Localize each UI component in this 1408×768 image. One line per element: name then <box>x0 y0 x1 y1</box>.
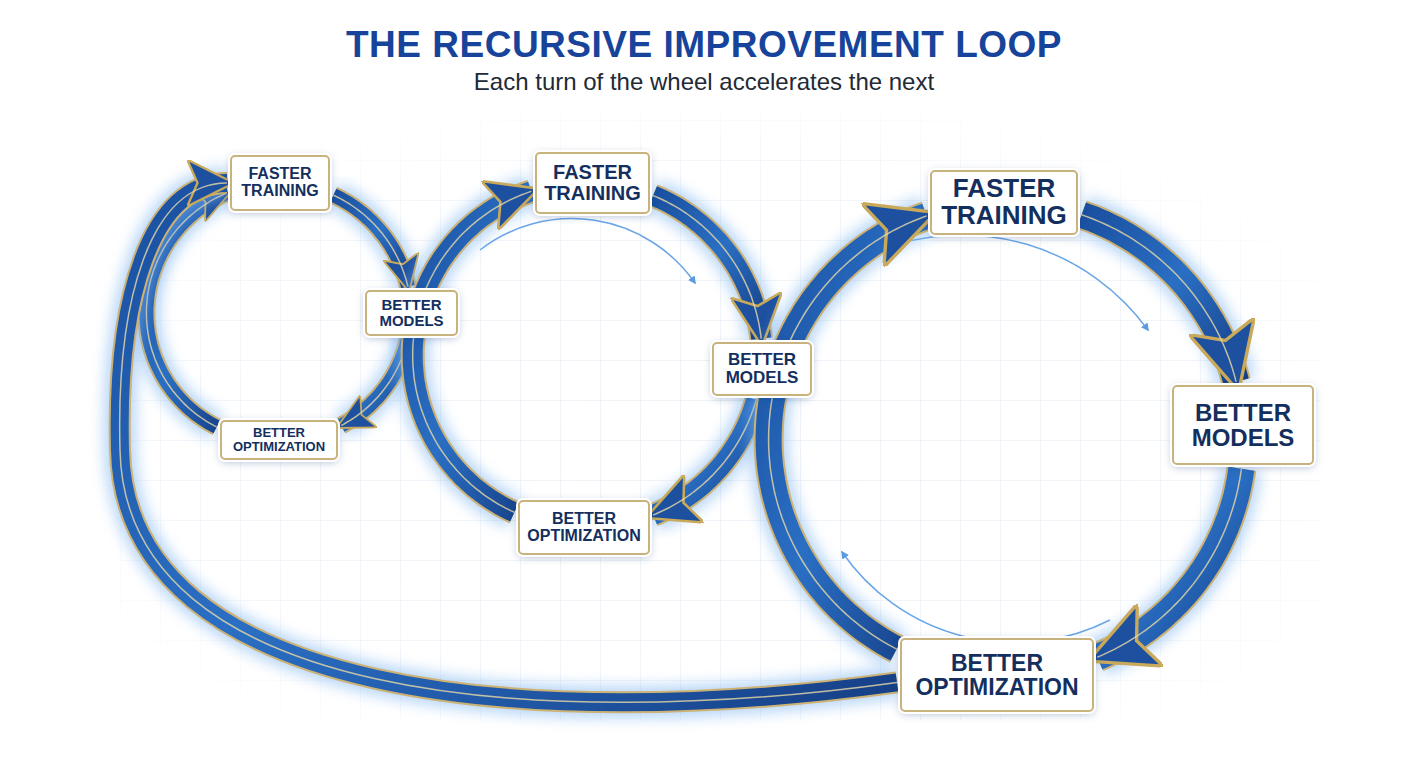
arrow-gold-rim <box>653 400 756 515</box>
arrow-highlight <box>1082 215 1237 382</box>
arrow-glow <box>653 400 756 515</box>
loop-step-box: BETTER MODELS <box>712 342 812 396</box>
arrow-gold-rim <box>653 196 761 339</box>
loop-step-box: BETTER MODELS <box>365 290 458 336</box>
loop-step-box: BETTER OPTIMIZATION <box>900 638 1094 712</box>
step-label: BETTER MODELS <box>371 297 452 329</box>
arrow-highlight <box>769 216 927 649</box>
loop-arrow <box>333 195 408 286</box>
loop-arrow <box>1097 469 1241 657</box>
arrow-body <box>413 191 532 512</box>
arrow-glow <box>769 216 927 649</box>
inner-flow-arc <box>480 219 695 283</box>
arrow-gold-rim <box>1082 215 1237 382</box>
arrow-body <box>769 216 927 649</box>
inner-flow-arc <box>880 235 1148 330</box>
arrow-body <box>333 195 408 286</box>
loop-arrow <box>653 196 761 339</box>
arrow-body <box>120 183 897 702</box>
arrow-body <box>653 196 761 339</box>
arrow-glow <box>120 183 897 702</box>
arrow-highlight <box>333 195 408 286</box>
step-label: FASTER TRAINING <box>236 166 324 200</box>
loop-step-box: FASTER TRAINING <box>230 155 330 211</box>
diagram-subtitle: Each turn of the wheel accelerates the n… <box>0 68 1408 96</box>
arrow-body <box>1082 215 1237 382</box>
arrow-highlight <box>1097 469 1241 657</box>
step-label: BETTER MODELS <box>718 351 806 387</box>
arrow-gold-rim <box>1097 469 1241 657</box>
arrow-glow <box>653 196 761 339</box>
step-label: BETTER OPTIMIZATION <box>906 651 1088 699</box>
loop-step-box: BETTER OPTIMIZATION <box>220 420 338 460</box>
arrow-highlight <box>653 400 756 515</box>
grid-pattern <box>120 110 1320 720</box>
step-label: FASTER TRAINING <box>541 162 644 204</box>
arrow-highlight <box>413 191 532 512</box>
loop-arrow <box>653 400 756 515</box>
loop-arrow <box>769 216 927 649</box>
step-label: BETTER OPTIMIZATION <box>524 511 644 545</box>
arrow-body <box>1097 469 1241 657</box>
arrow-gold-rim <box>769 216 927 649</box>
arrow-highlight <box>653 196 761 339</box>
diagram-title: THE RECURSIVE IMPROVEMENT LOOP <box>0 24 1408 66</box>
arrow-glow <box>333 195 408 286</box>
step-label: FASTER TRAINING <box>936 175 1072 230</box>
arrow-glow <box>1082 215 1237 382</box>
loop-step-box: BETTER OPTIMIZATION <box>518 500 650 555</box>
arrow-glow <box>413 191 532 512</box>
loop-arrow <box>413 191 532 512</box>
arrow-glow <box>1097 469 1241 657</box>
arrow-gold-rim <box>413 191 532 512</box>
step-label: BETTER MODELS <box>1178 400 1308 450</box>
loop-arrow <box>1082 215 1237 382</box>
loop-step-box: FASTER TRAINING <box>535 152 650 214</box>
arrow-gold-rim <box>120 183 897 702</box>
loop-step-box: FASTER TRAINING <box>930 170 1078 235</box>
arrow-gold-rim <box>333 195 408 286</box>
loop-step-box: BETTER MODELS <box>1172 385 1314 465</box>
loop-arrow <box>120 183 897 702</box>
grid-fade <box>120 110 1320 720</box>
step-label: BETTER OPTIMIZATION <box>226 426 332 453</box>
arrow-highlight <box>120 183 897 702</box>
arrow-body <box>653 400 756 515</box>
